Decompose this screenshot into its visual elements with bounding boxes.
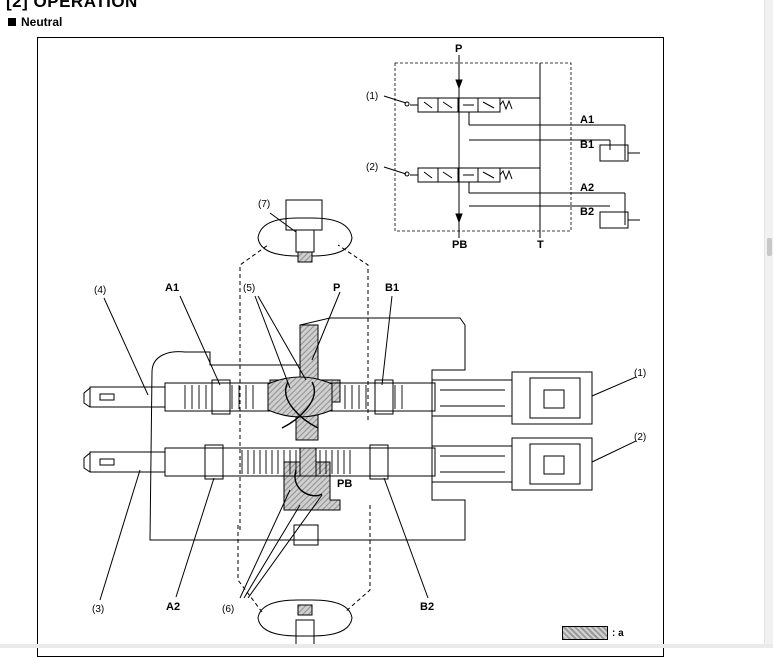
schematic-port-b1: B1 <box>580 139 594 151</box>
flow-arrow-down-icon <box>455 79 463 90</box>
section-title: OPERATION <box>33 0 138 11</box>
schematic-port-b2: B2 <box>580 206 594 218</box>
valve-callout-7: (7) <box>258 199 270 210</box>
schematic-port-pb: PB <box>452 239 467 251</box>
hatch-swatch <box>562 626 608 640</box>
spool-1 <box>83 376 436 418</box>
bottom-edge <box>0 644 773 648</box>
subsection-heading: Neutral <box>8 15 62 29</box>
spring-housing-2 <box>431 437 593 491</box>
valve-callout-5: (5) <box>243 283 255 294</box>
scrollbar-thumb[interactable] <box>767 238 772 256</box>
schematic-dashed-box <box>394 62 572 232</box>
section-number: [2] <box>6 0 29 11</box>
top-fitting <box>257 217 353 257</box>
square-bullet-icon <box>8 18 16 26</box>
spool-2 <box>83 444 436 480</box>
schematic-callout-1: (1) <box>366 91 378 102</box>
cylinder-1 <box>599 144 629 162</box>
legend: : a <box>562 626 624 640</box>
schematic-port-a1: A1 <box>580 114 594 126</box>
valve-body-outline <box>149 317 466 541</box>
flow-arrow-down-icon <box>455 213 463 224</box>
valve-callout-2: (2) <box>634 432 646 443</box>
cylinder-2 <box>599 211 629 229</box>
valve-port-a2: A2 <box>166 601 180 613</box>
valve-port-b2: B2 <box>420 601 434 613</box>
schematic-port-a2: A2 <box>580 182 594 194</box>
valve-port-pb: PB <box>337 478 352 490</box>
schematic-port-t: T <box>537 239 544 251</box>
legend-label: : a <box>612 627 624 639</box>
valve-callout-3: (3) <box>92 604 104 615</box>
hydraulic-schematic <box>383 55 640 238</box>
vertical-scrollbar[interactable] <box>764 0 773 648</box>
section-heading: [2] OPERATION <box>6 0 138 12</box>
valve-callout-4: (4) <box>94 285 106 296</box>
schematic-spool-1 <box>404 97 513 113</box>
bottom-fitting <box>257 599 353 637</box>
subsection-title: Neutral <box>21 15 63 29</box>
valve-port-a1: A1 <box>165 282 179 294</box>
spring-housing-1 <box>431 371 593 425</box>
schematic-port-p: P <box>455 43 462 55</box>
valve-cross-section <box>83 199 637 648</box>
valve-port-b1: B1 <box>385 282 399 294</box>
schematic-callout-2: (2) <box>366 162 378 173</box>
valve-callout-6: (6) <box>222 604 234 615</box>
check-plug <box>293 524 319 546</box>
valve-callout-1: (1) <box>634 368 646 379</box>
schematic-spool-2 <box>404 167 513 183</box>
valve-port-p: P <box>333 282 340 294</box>
